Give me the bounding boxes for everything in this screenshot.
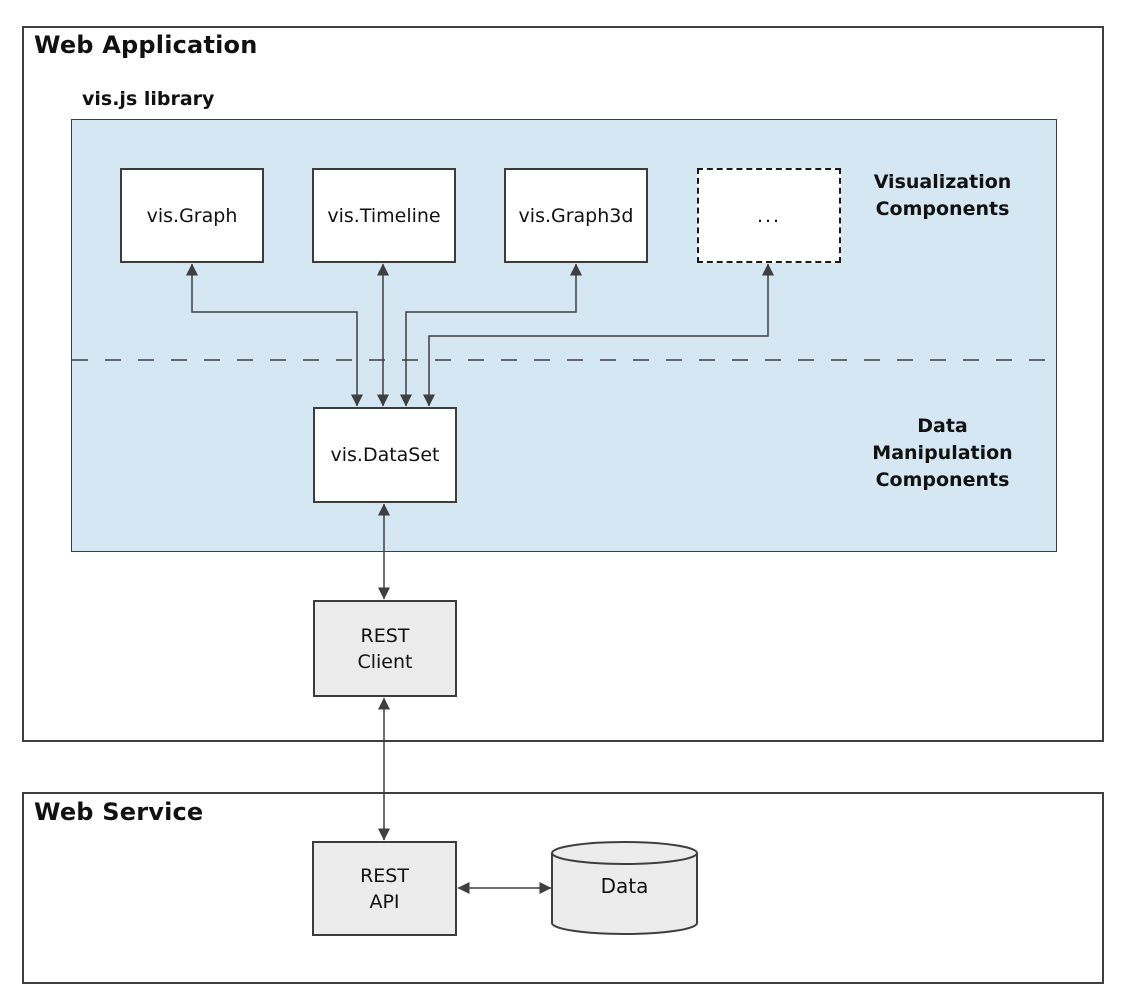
vis-graph3d-box: vis.Graph3d [504, 168, 648, 263]
vis-timeline-box: vis.Timeline [312, 168, 456, 263]
rest-api-box: REST API [312, 841, 457, 936]
database-cylinder [551, 841, 698, 935]
rest-client-box: REST Client [313, 600, 457, 697]
vis-dataset-box: vis.DataSet [313, 407, 457, 503]
vis-graph-label: vis.Graph [146, 204, 238, 227]
data-store-label: Data [600, 874, 649, 898]
vis-graph3d-label: vis.Graph3d [518, 204, 634, 227]
visjs-library-title: vis.js library [82, 88, 215, 110]
more-components-box: ... [697, 168, 841, 263]
rest-api-label: REST API [360, 864, 409, 913]
web-application-title: Web Application [34, 31, 258, 59]
rest-client-label: REST Client [357, 624, 413, 673]
vis-graph-box: vis.Graph [120, 168, 264, 263]
data-manipulation-components-label: Data Manipulation Components [872, 415, 1013, 491]
cylinder-body [551, 853, 698, 935]
vis-timeline-label: vis.Timeline [327, 204, 441, 227]
cylinder-top [551, 841, 698, 865]
visualization-components-label: Visualization Components [873, 171, 1012, 220]
vis-dataset-label: vis.DataSet [330, 444, 440, 466]
web-service-title: Web Service [34, 798, 204, 826]
more-components-label: ... [756, 204, 782, 227]
